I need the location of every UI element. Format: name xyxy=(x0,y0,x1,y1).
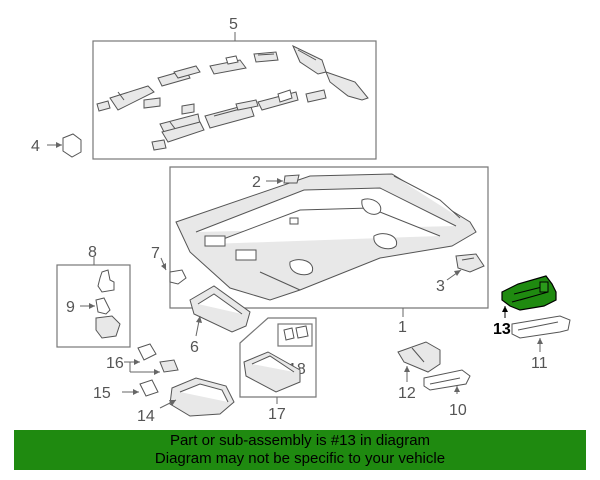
callout-12[interactable]: 12 xyxy=(398,385,416,402)
notice-line-1: Part or sub-assembly is #13 in diagram xyxy=(169,432,431,449)
part-group-17: 17 18 xyxy=(239,317,317,423)
callout-13[interactable]: 13 xyxy=(493,321,511,338)
bracket-parts xyxy=(96,44,369,151)
part-16-b[interactable] xyxy=(159,359,179,373)
part-10-handle[interactable] xyxy=(423,369,471,391)
callout-2[interactable]: 2 xyxy=(252,174,261,191)
callout-11[interactable]: 11 xyxy=(531,355,548,372)
part-9-clip[interactable] xyxy=(95,297,111,315)
part-group-17-box xyxy=(239,317,317,398)
part-11: 11 xyxy=(511,315,571,372)
part-12-bracket[interactable] xyxy=(397,341,441,373)
part-14-dome-lamp[interactable] xyxy=(169,377,235,417)
part-16-15-14: 16 15 14 xyxy=(93,343,235,425)
part-4: 4 xyxy=(31,133,82,158)
part-2-clip[interactable] xyxy=(283,174,300,184)
callout-5[interactable]: 5 xyxy=(229,16,238,33)
callout-7[interactable]: 7 xyxy=(151,245,160,262)
callout-6[interactable]: 6 xyxy=(190,339,199,356)
part-18-box xyxy=(277,323,313,347)
callout-3[interactable]: 3 xyxy=(436,278,445,295)
callout-10[interactable]: 10 xyxy=(449,402,467,419)
callout-4[interactable]: 4 xyxy=(31,138,40,155)
notice-banner: Part or sub-assembly is #13 in diagram D… xyxy=(14,430,586,470)
callout-8: 8 xyxy=(88,244,97,261)
part-18-bulb-a[interactable] xyxy=(283,327,295,341)
clip-upper[interactable] xyxy=(97,269,115,293)
callout-1[interactable]: 1 xyxy=(398,319,407,336)
part-4-cap[interactable] xyxy=(62,133,82,158)
part-group-8: 8 9 xyxy=(56,244,131,348)
notice-line-2: Diagram may not be specific to your vehi… xyxy=(154,450,446,467)
callout-17[interactable]: 17 xyxy=(268,406,286,423)
part-7-clip[interactable] xyxy=(169,269,187,285)
callout-15[interactable]: 15 xyxy=(93,385,111,402)
part-group-1: 1 2 3 xyxy=(169,166,489,336)
part-6: 6 xyxy=(189,285,251,356)
part-3-bracket[interactable] xyxy=(455,253,485,273)
part-13: 13 xyxy=(493,275,557,338)
part-15-clip[interactable] xyxy=(139,379,159,397)
part-18-bulb-b[interactable] xyxy=(295,325,309,339)
part-11-handle[interactable] xyxy=(511,315,571,339)
part-10: 10 xyxy=(423,369,471,419)
clip-lower[interactable] xyxy=(95,315,121,339)
part-group-1-box xyxy=(169,166,489,309)
callout-14[interactable]: 14 xyxy=(137,408,155,425)
callout-16[interactable]: 16 xyxy=(106,355,124,372)
part-16-a[interactable] xyxy=(137,343,157,361)
part-group-5: 5 xyxy=(92,16,377,160)
callout-9[interactable]: 9 xyxy=(66,299,75,316)
part-7: 7 xyxy=(151,245,187,285)
part-12: 12 xyxy=(397,341,441,402)
part-13-highlighted[interactable] xyxy=(501,275,557,311)
